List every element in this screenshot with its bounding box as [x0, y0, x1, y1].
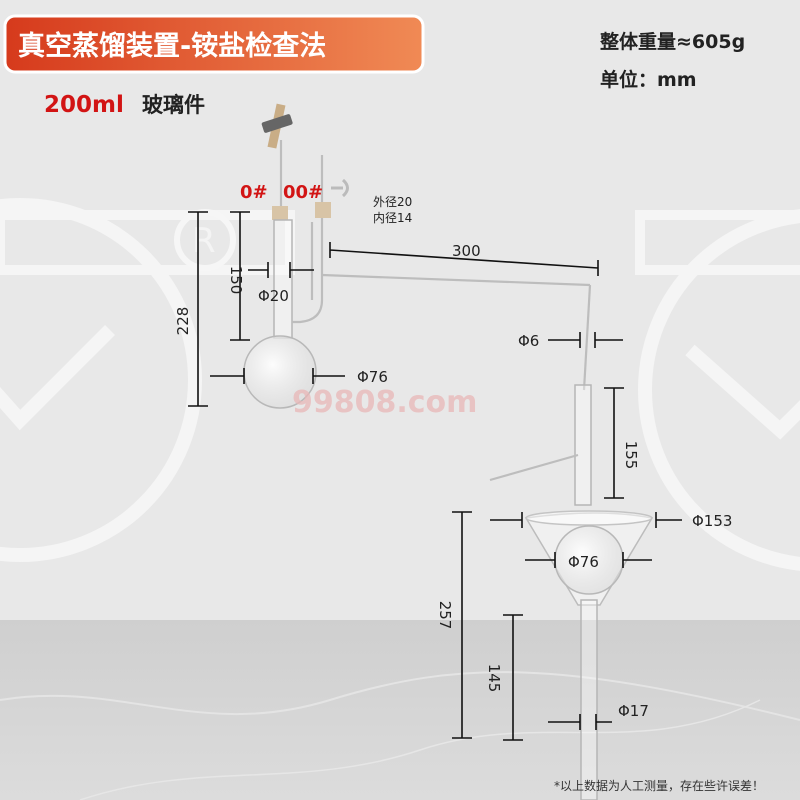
stopcock: [331, 178, 349, 198]
dim-145: 145: [485, 664, 503, 693]
inner-diameter-text: 内径14: [373, 211, 412, 225]
dim-phi-20: Φ20: [258, 287, 289, 305]
dim-228: 228: [174, 307, 192, 336]
background-floor: [0, 620, 800, 800]
capacity-volume: 200ml: [44, 92, 124, 118]
flask-assembly: [243, 103, 591, 409]
unit-text: 单位：mm: [600, 68, 697, 91]
outer-diameter-text: 外径20: [373, 195, 412, 209]
stopper-0: [272, 206, 288, 220]
dim-phi-76-flask: Φ76: [357, 368, 388, 386]
pinch-clamp: [261, 114, 293, 133]
stopper-00: [315, 202, 331, 218]
capacity-material: 玻璃件: [142, 93, 205, 117]
joint-label-00: 00#: [283, 182, 323, 203]
background-logo-left: [0, 198, 295, 562]
dim-257: 257: [436, 601, 454, 630]
weight-text: 整体重量≈605g: [600, 30, 745, 53]
dim-155: 155: [622, 441, 640, 470]
footnote: *以上数据为人工测量，存在些许误差！: [554, 778, 764, 793]
registered-mark-letter: R: [192, 221, 216, 261]
floor-marble-vein: [0, 671, 800, 721]
watermark: 99808.com: [292, 385, 477, 420]
banner-title: 真空蒸馏装置-铵盐检查法: [18, 30, 326, 62]
title-banner: [3, 14, 425, 74]
dim-300: 300: [452, 242, 481, 260]
background-logo-right: [635, 209, 800, 571]
funnel-rim: [525, 510, 653, 526]
dim-150: 150: [227, 266, 245, 295]
joint-label-0: 0#: [240, 182, 268, 203]
dim-phi-153: Φ153: [692, 512, 732, 530]
dim-phi-76-bulb: Φ76: [568, 553, 599, 571]
receiver-assembly: [489, 284, 654, 800]
dim-phi-17: Φ17: [618, 702, 649, 720]
dimension-lines: [188, 211, 682, 741]
floor-marble-vein: [79, 699, 761, 800]
dim-phi-6: Φ6: [518, 332, 539, 350]
